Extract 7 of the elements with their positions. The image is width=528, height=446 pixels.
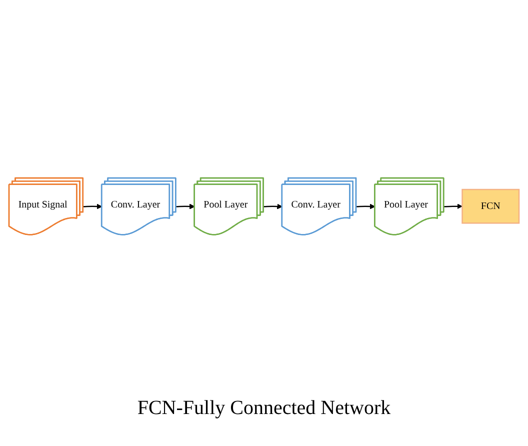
node-box: FCN	[462, 189, 520, 224]
arrow	[176, 204, 195, 210]
arrow	[83, 204, 102, 210]
arrow	[264, 204, 282, 210]
arrow	[444, 204, 462, 210]
note-text: FCN-Fully Connected Network	[137, 396, 391, 420]
arrow	[356, 204, 376, 210]
